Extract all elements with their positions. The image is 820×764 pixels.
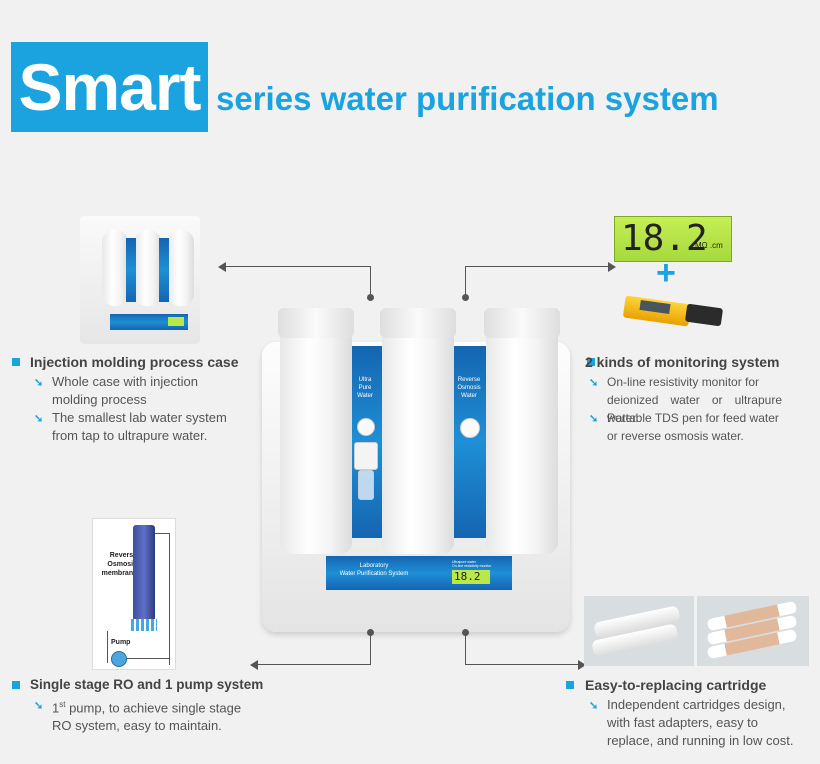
title-subtitle: series water purification system [216,80,719,117]
connector-dot [462,629,469,636]
arrow-bullet-icon: ➘ [589,413,599,425]
display-unit: MΩ .cm [695,241,723,250]
arrow-bullet-icon: ➘ [589,377,599,389]
connector-line [465,632,466,665]
display-value: 18.2 [621,218,708,259]
connector-line [370,632,371,665]
arrowhead-right [608,262,616,272]
arrowhead-right [578,660,586,670]
monitoring-title: 2 kinds of monitoring system [585,354,780,370]
connector-line [258,664,370,665]
faucet-ro-icon [460,418,480,438]
panel-right-line-1: Reverse [457,377,481,383]
device-front-panel: Laboratory Water Purification System Ult… [326,556,512,590]
device-small-line-2: On-line resistivity monitor [452,564,492,568]
ro-diagram: Reverse Osmosis membrane Pump [92,518,176,670]
faucet-icon [352,418,378,500]
device-label-line-1: Laboratory [359,563,389,569]
arrow-bullet-icon: ➘ [34,413,44,425]
injection-title: Injection molding process case [30,354,239,370]
connector-line [370,266,371,296]
resistivity-display: 18.2 MΩ .cm [614,216,732,262]
pump-icon [111,651,127,667]
membrane-vessel [133,525,155,621]
connector-dot [367,294,374,301]
arrow-bullet-icon: ➘ [589,700,599,712]
ro-label-2: Osmosis [107,561,137,568]
device-label-line-2: Water Purification System [339,571,409,577]
bullet-square-icon [587,358,595,366]
arrowhead-left [218,262,226,272]
device-small-line-1: Ultrapure water [452,560,476,564]
arrowhead-left [250,660,258,670]
ro-label-3: membrane [101,570,137,577]
arrow-bullet-icon: ➘ [34,700,44,712]
bullet-square-icon [566,681,574,689]
connector-line [465,266,466,296]
panel-right-line-3: Water [461,393,477,399]
main-device-image: Ultra Pure Water Reverse Osmosis Water L… [262,306,570,632]
ro-title: Single stage RO and 1 pump system [30,677,264,692]
panel-right-line-2: Osmosis [457,385,481,391]
title-badge [11,42,208,132]
ro-label-1: Reverse [109,552,137,559]
pump-label: Pump [111,639,131,646]
cartridge-title: Easy-to-replacing cartridge [585,677,767,693]
panel-left-line-2: Pure [358,385,372,391]
bullet-square-icon [12,681,20,689]
cartridge-image-2 [697,596,809,666]
small-device-image [80,216,200,344]
connector-line [465,664,579,665]
panel-left-line-1: Ultra [358,377,372,383]
connector-dot [367,629,374,636]
title-smart: Smart [18,50,201,124]
plus-icon: + [656,254,676,292]
connector-line [225,266,371,267]
bullet-square-icon [12,358,20,366]
connector-dot [462,294,469,301]
tds-pen-image [622,292,726,336]
panel-left-line-3: Water [357,393,373,399]
arrow-bullet-icon: ➘ [34,377,44,389]
cartridge-item: Independent cartridges design, with fast… [607,697,794,748]
device-display-value: 18.2 [454,570,481,583]
cartridge-image-1 [584,596,694,666]
ro-item-1: 1st pump, to achieve single stage RO sys… [52,700,242,734]
connector-line [465,266,609,267]
